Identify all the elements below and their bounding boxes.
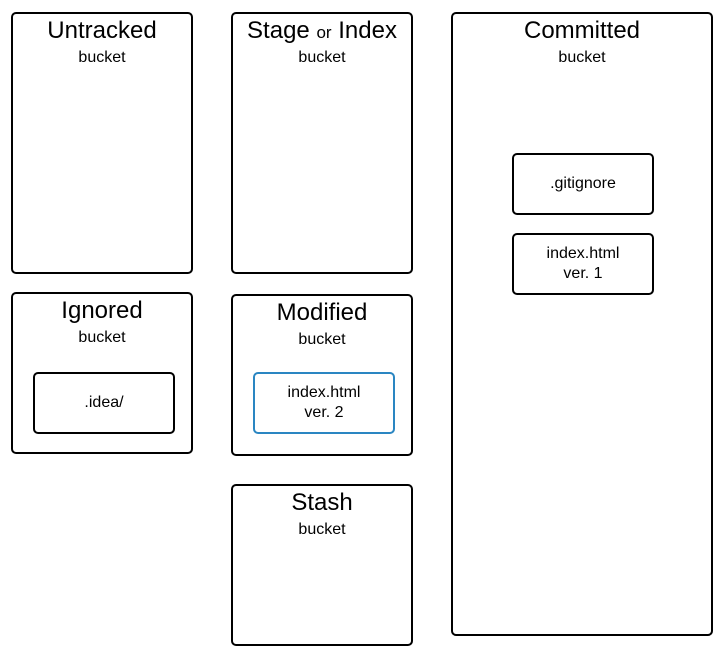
- untracked-subtitle: bucket: [78, 49, 126, 66]
- file-version: ver. 1: [563, 265, 603, 282]
- file-gitignore[interactable]: .gitignore: [512, 153, 654, 215]
- untracked-bucket: Untracked bucket: [11, 12, 193, 274]
- file-name: .gitignore: [550, 175, 616, 192]
- committed-title: Committed: [523, 17, 641, 44]
- modified-subtitle: bucket: [298, 331, 346, 348]
- file-name: .idea/: [84, 394, 124, 411]
- committed-subtitle: bucket: [558, 49, 606, 66]
- stage-title-index: Index: [338, 17, 397, 44]
- ignored-subtitle: bucket: [78, 329, 126, 346]
- modified-bucket: Modified bucket index.html ver. 2: [231, 294, 413, 456]
- stage-title-or: or: [316, 23, 332, 42]
- stage-bucket: Stage or Index bucket: [231, 12, 413, 274]
- ignored-bucket: Ignored bucket .idea/: [11, 292, 193, 454]
- file-name: index.html: [546, 245, 620, 262]
- stash-bucket: Stash bucket: [231, 484, 413, 646]
- stash-subtitle: bucket: [298, 521, 346, 538]
- file-name: index.html: [287, 384, 361, 401]
- file-version: ver. 2: [304, 404, 344, 421]
- untracked-title: Untracked: [47, 17, 157, 44]
- stage-title-stage: Stage: [247, 17, 310, 44]
- stage-subtitle: bucket: [298, 49, 346, 66]
- stash-title: Stash: [291, 489, 353, 516]
- committed-bucket: Committed bucket .gitignore index.html v…: [451, 12, 713, 636]
- file-index-html-v2[interactable]: index.html ver. 2: [253, 372, 395, 434]
- ignored-title: Ignored: [61, 297, 143, 324]
- modified-title: Modified: [276, 299, 368, 326]
- file-idea-folder[interactable]: .idea/: [33, 372, 175, 434]
- file-index-html-v1[interactable]: index.html ver. 1: [512, 233, 654, 295]
- stage-title: Stage or Index: [233, 16, 411, 48]
